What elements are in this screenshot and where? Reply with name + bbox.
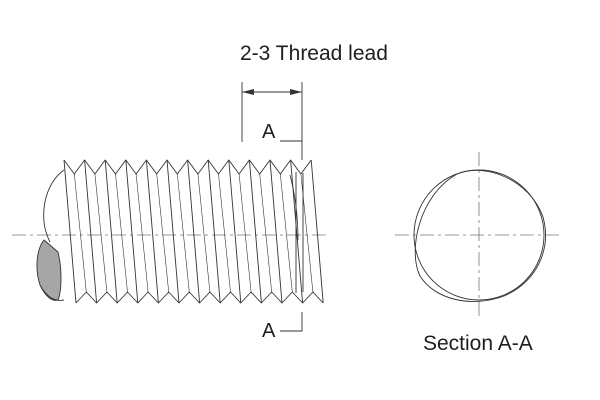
thread-root-line (197, 173, 211, 293)
thread-flank-line (248, 159, 262, 304)
section-marker-top-label: A (262, 121, 276, 143)
screw-rounded-end (43, 169, 65, 243)
thread-root-line (280, 173, 293, 293)
thread-root-line (238, 173, 252, 293)
thread-flank-line (310, 159, 324, 304)
thread-flank-line (269, 159, 283, 304)
section-marker-bottom-label: A (262, 320, 276, 342)
thread-root-line (259, 173, 272, 293)
thread-flanks (63, 159, 324, 304)
thread-root-line (135, 173, 149, 293)
thread-lead-dimension (241, 82, 303, 142)
thread-root-line (115, 173, 128, 293)
thread-flank-line (84, 159, 98, 304)
section-lobed-profile (414, 169, 546, 302)
section-view (413, 169, 546, 302)
thread-flank-line (166, 159, 180, 304)
thread-flank-line (228, 159, 242, 304)
dimension-arrow-left (242, 89, 254, 95)
centerlines (12, 152, 562, 318)
thread-flank-line (104, 159, 118, 304)
set-screw-side-view (36, 159, 324, 304)
screw-rounded-end-bottom (39, 284, 65, 301)
thread-lead-label: 2-3 Thread lead (240, 42, 388, 65)
thread-root-line (218, 173, 231, 293)
thread-root-line (156, 173, 169, 293)
section-title: Section A-A (423, 332, 533, 355)
cup-point-hidden-edge (289, 174, 299, 241)
section-marker-bottom-line (280, 312, 303, 332)
thread-flank-line (207, 159, 221, 304)
thread-flank-line (290, 159, 304, 304)
dimension-arrow-right (290, 89, 302, 95)
thread-root-line (177, 173, 190, 293)
thread-flank-line (187, 159, 201, 304)
section-marker-top-line (280, 140, 303, 160)
thread-flank-line (145, 159, 159, 304)
thread-root-line (94, 173, 108, 293)
screw-cut-face (36, 239, 62, 301)
thread-root-line (74, 173, 87, 293)
thread-flank-line (63, 159, 77, 304)
section-cut-markers (280, 140, 303, 332)
thread-flank-line (125, 159, 139, 304)
